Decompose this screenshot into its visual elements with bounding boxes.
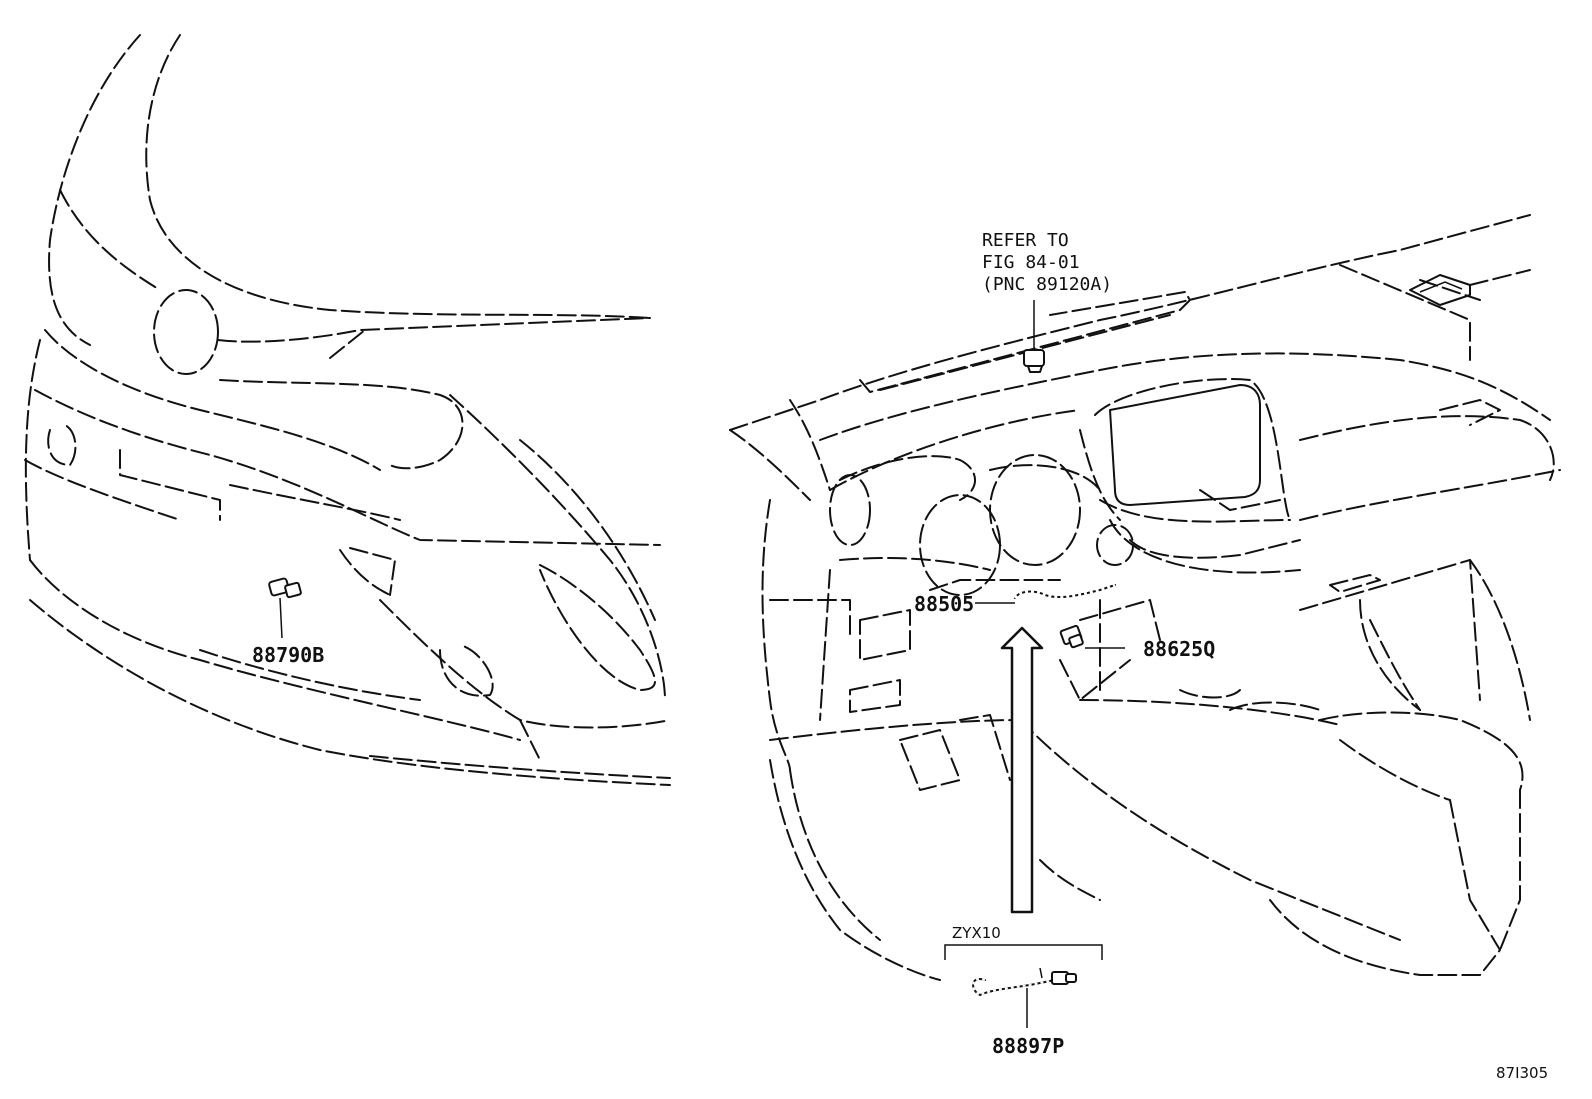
- figure-id: 87I305: [1496, 1064, 1548, 1082]
- wire-harness-88897P-part: [972, 967, 1077, 997]
- pointer-arrow: [1000, 626, 1044, 914]
- callout-88505: 88505: [914, 592, 974, 616]
- interior-dashboard-view: [729, 214, 1561, 1028]
- connector-88625Q-part: [1059, 624, 1084, 649]
- callout-88790B: 88790B: [252, 643, 324, 667]
- variant-label-ZYX10: ZYX10: [952, 924, 1001, 942]
- callout-88625Q: 88625Q: [1143, 637, 1215, 661]
- wire-harness-88505-part: [1013, 583, 1116, 599]
- refer-note-line3: (PNC 89120A): [982, 274, 1112, 295]
- variant-bracket: [944, 944, 1103, 960]
- sensor-88790B-part: [268, 577, 302, 639]
- front-bumper-view: [24, 34, 671, 786]
- roof-sensor-part: [1023, 300, 1045, 373]
- refer-note-line2: FIG 84-01: [982, 252, 1080, 273]
- callout-88897P: 88897P: [992, 1034, 1064, 1058]
- refer-note-line1: REFER TO: [982, 230, 1069, 251]
